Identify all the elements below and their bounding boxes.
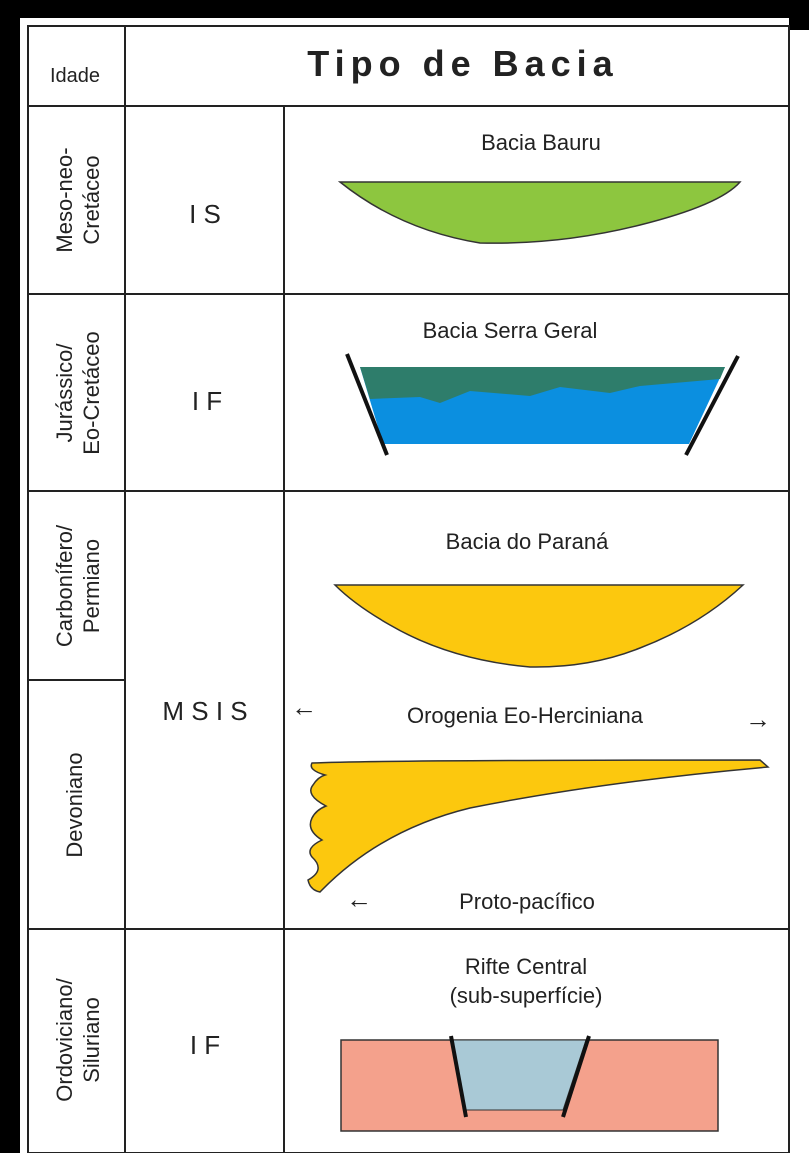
- right-arrow-icon: →: [745, 704, 771, 734]
- age-label-line2: Siluriano: [79, 997, 104, 1083]
- row-jurassic: Jurássico/ Eo-Cretáceo I F Bacia Serra G…: [52, 318, 738, 455]
- bauru-basin-shape: [340, 182, 740, 243]
- age-label-line2: Cretáceo: [79, 155, 104, 244]
- row-cretaceous: Meso-neo- Cretáceo I S Bacia Bauru: [52, 130, 740, 253]
- proto-label: Proto-pacífico: [459, 889, 595, 914]
- parana-basin-shape: [335, 585, 743, 667]
- basin-type-code: I F: [190, 1030, 220, 1060]
- age-header: Idade: [50, 65, 100, 87]
- top-border: [0, 0, 809, 18]
- age-label-line2: Eo-Cretáceo: [79, 331, 104, 455]
- row-carboniferous: Carbonífero/ Permiano Bacia do Paraná: [52, 524, 743, 667]
- right-border-top: [789, 0, 809, 30]
- age-label: Devoniano: [62, 752, 87, 857]
- basin-label: Bacia Bauru: [481, 130, 601, 155]
- devonian-wedge-shape: [308, 760, 768, 892]
- left-arrow-icon: ←: [291, 692, 317, 722]
- age-label-line1: Jurássico/: [52, 343, 77, 443]
- basin-label: Bacia do Paraná: [446, 529, 609, 554]
- basin-label-line1: Rifte Central: [465, 954, 587, 979]
- basin-type-code: I F: [192, 386, 222, 416]
- basin-label-line2: (sub-superfície): [450, 983, 603, 1008]
- age-label-line1: Ordoviciano/: [52, 977, 77, 1101]
- merged-basin-type-code: M S I S: [162, 696, 247, 726]
- age-label-line1: Meso-neo-: [52, 147, 77, 252]
- orogeny-label: Orogenia Eo-Herciniana: [407, 703, 644, 728]
- left-border: [0, 0, 20, 1153]
- page-title: Tipo de Bacia: [307, 43, 618, 84]
- basin-label: Bacia Serra Geral: [423, 318, 598, 343]
- age-label-line1: Carbonífero/: [52, 524, 77, 647]
- basin-type-code: I S: [189, 199, 221, 229]
- row-devonian: Devoniano ← Proto-pacífico: [62, 752, 768, 914]
- orogeny-row: ← Orogenia Eo-Herciniana →: [291, 692, 771, 734]
- left-arrow-icon: ←: [346, 884, 372, 914]
- rift-fill-shape: [453, 1040, 586, 1110]
- row-ordovician: Ordoviciano/ Siluriano I F Rifte Central…: [52, 954, 718, 1131]
- age-label-line2: Permiano: [79, 539, 104, 633]
